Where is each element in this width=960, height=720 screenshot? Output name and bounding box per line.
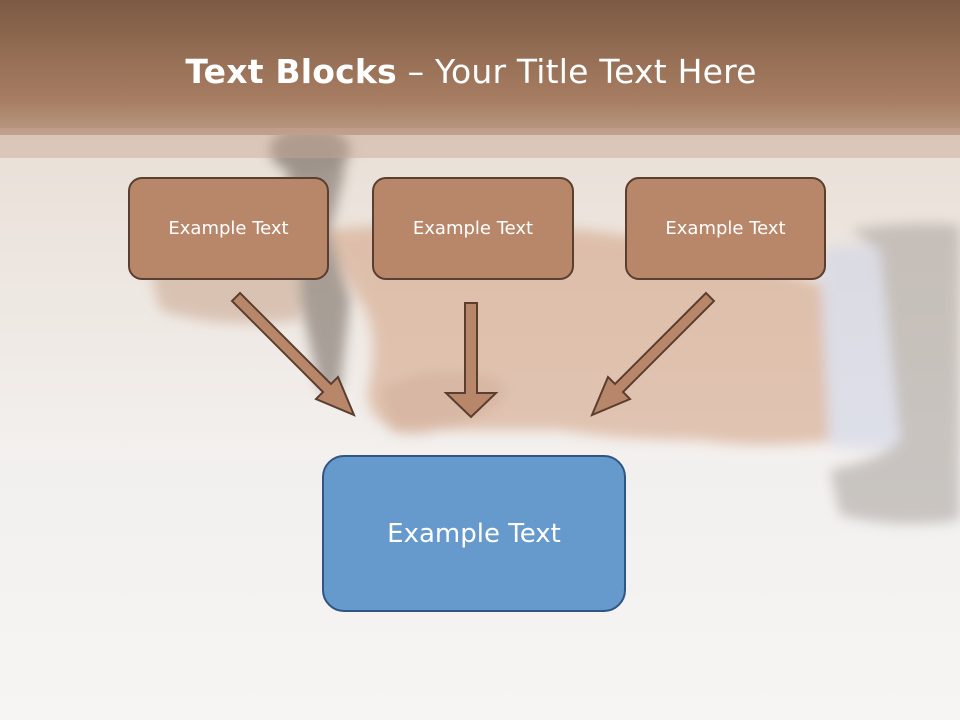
- text-block-label: Example Text: [412, 218, 534, 239]
- title-bold-part: Text Blocks: [185, 52, 397, 91]
- text-block-label: Example Text: [665, 218, 786, 239]
- text-block-top-right[interactable]: Example Text: [625, 177, 826, 280]
- text-block-top-center[interactable]: Example Text: [372, 177, 574, 280]
- arrow-right: [590, 291, 716, 417]
- text-block-top-left[interactable]: Example Text: [128, 177, 329, 280]
- arrow-left: [230, 291, 356, 417]
- slide-title: Text Blocks – Your Title Text Here: [0, 52, 942, 91]
- arrow-center: [443, 302, 499, 419]
- text-block-label: Example Text: [168, 218, 289, 239]
- title-rest-part: – Your Title Text Here: [396, 52, 757, 91]
- text-block-bottom[interactable]: Example Text: [322, 455, 626, 612]
- text-block-label: Example Text: [387, 518, 561, 549]
